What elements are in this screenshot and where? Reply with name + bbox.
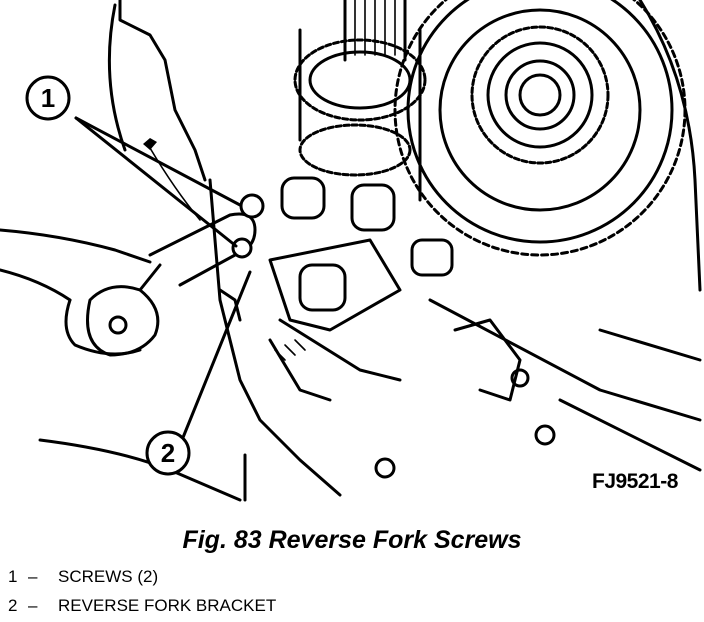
input-shaft xyxy=(293,0,427,202)
legend-text: SCREWS (2) xyxy=(58,567,159,586)
transmission-case xyxy=(0,0,702,502)
legend-dash: – xyxy=(28,567,38,586)
leader-lines xyxy=(74,116,252,442)
screw-lower xyxy=(231,237,253,259)
legend-number: 2 xyxy=(8,596,18,615)
shift-rail-posts xyxy=(280,176,454,312)
large-gear xyxy=(393,0,687,257)
reverse-fork-illustration: 1 2 xyxy=(0,0,702,502)
figure-code: FJ9521-8 xyxy=(592,470,678,493)
figure-caption: Fig. 83 Reverse Fork Screws xyxy=(182,526,522,554)
callout-2-label: 2 xyxy=(161,438,175,468)
reverse-fork-bracket xyxy=(268,238,556,479)
screws xyxy=(218,193,265,322)
callout-2: 2 xyxy=(145,430,191,476)
legend-text: REVERSE FORK BRACKET xyxy=(58,596,277,615)
callout-1: 1 xyxy=(25,75,71,121)
legend-item: 2– REVERSE FORK BRACKET xyxy=(8,596,276,616)
screw-upper xyxy=(239,193,265,219)
legend-dash: – xyxy=(28,596,38,615)
legend-item: 1– SCREWS (2) xyxy=(8,567,158,587)
callout-1-label: 1 xyxy=(41,83,55,113)
legend-number: 1 xyxy=(8,567,18,586)
